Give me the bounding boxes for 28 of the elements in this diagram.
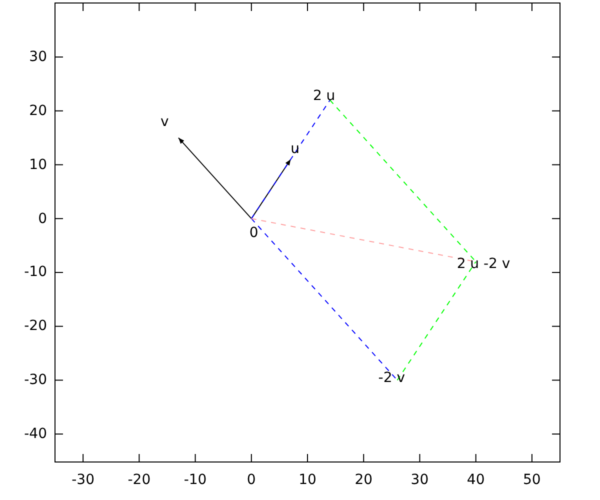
tick-label: 30	[29, 49, 47, 66]
point-label: -2 v	[378, 370, 405, 386]
connector-line	[250, 218, 398, 381]
connector-line	[396, 261, 476, 381]
point-label: 2 u	[312, 88, 336, 104]
tick-label: 0	[38, 210, 47, 227]
tick-label: 0	[246, 472, 256, 488]
point-label: 0	[249, 224, 258, 241]
point-label: 2 u -2 v	[456, 256, 510, 272]
tick-label: 50	[523, 472, 541, 488]
tick-label: -20	[24, 318, 47, 334]
tick-label: 20	[354, 472, 373, 488]
connector-line	[250, 100, 330, 220]
tick-label: -30	[72, 472, 94, 488]
tick-label: -20	[128, 472, 151, 488]
vector-arrow	[178, 137, 252, 220]
tick-label: 20	[29, 102, 47, 119]
tick-label: 40	[466, 472, 485, 488]
tick-label: -10	[24, 264, 47, 280]
tick-label: 10	[29, 156, 47, 173]
connector-line	[329, 100, 476, 262]
tick-label: -30	[24, 372, 47, 388]
tick-label: 10	[298, 472, 316, 488]
tick-label: -10	[184, 472, 207, 488]
tick-label: -40	[24, 426, 47, 442]
tick-label: 30	[410, 472, 429, 488]
point-label: v	[160, 114, 169, 130]
point-label: u	[290, 141, 300, 158]
